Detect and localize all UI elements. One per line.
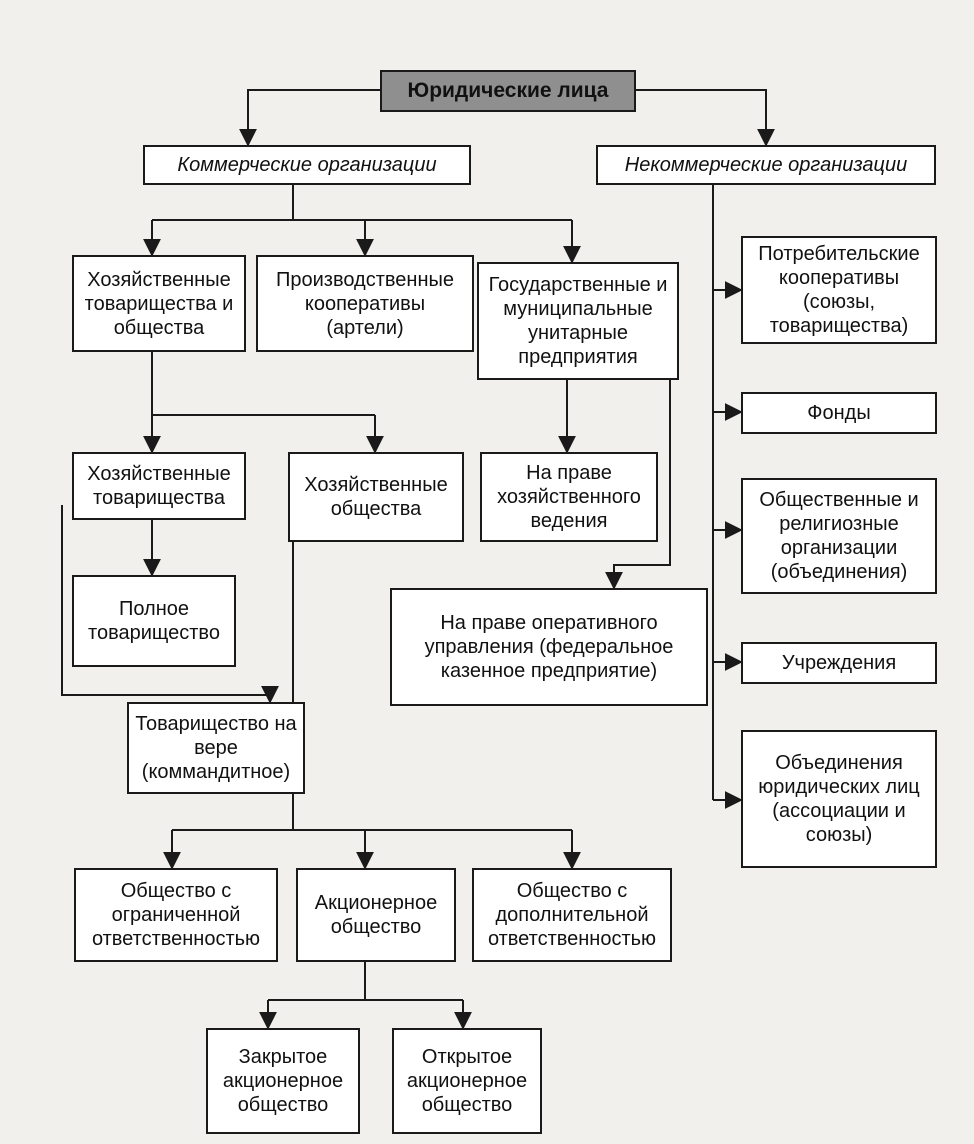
node-funds: Фонды [741,392,937,434]
node-legal-entities: Юридические лица [380,70,636,112]
line-partnerships-left [61,505,279,704]
node-associations: Объединения юридических лиц (ассоциации … [741,730,937,868]
line-root-noncommercial [636,89,775,147]
node-limited-partnership: Товарищество на вере (коммандитное) [127,702,305,794]
node-institutions: Учреждения [741,642,937,684]
line-root-commercial [239,89,380,147]
node-public-religious: Общественные и религиозные организации (… [741,478,937,594]
node-llc: Общество с ограниченной ответственностью [74,868,278,962]
node-joint-stock: Акционерное общество [296,868,456,962]
node-business-companies: Хозяйственные общества [288,452,464,542]
node-additional-liability: Общество с дополнительной ответственност… [472,868,672,962]
node-economic-management: На праве хозяйственного ведения [480,452,658,542]
node-noncommercial: Некоммерческие организации [596,145,936,185]
node-consumer-cooperatives: Потребительские кооперативы (союзы, това… [741,236,937,344]
node-closed-jsc: Закрытое акционерное общество [206,1028,360,1134]
node-commercial: Коммерческие организации [143,145,471,185]
line-to-operational-mgmt [605,378,671,590]
node-operational-management: На праве оперативного управления (федера… [390,588,708,706]
node-business-partnerships: Хозяйственные товарищества [72,452,246,520]
node-open-jsc: Открытое акционерное общество [392,1028,542,1134]
node-state-unitary: Государственные и муниципальные унитарны… [477,262,679,380]
node-full-partnership: Полное товарищество [72,575,236,667]
node-production-cooperatives: Производственные кооперативы (артели) [256,255,474,352]
node-business-partnerships-and-companies: Хозяйственные товарищества и общества [72,255,246,352]
